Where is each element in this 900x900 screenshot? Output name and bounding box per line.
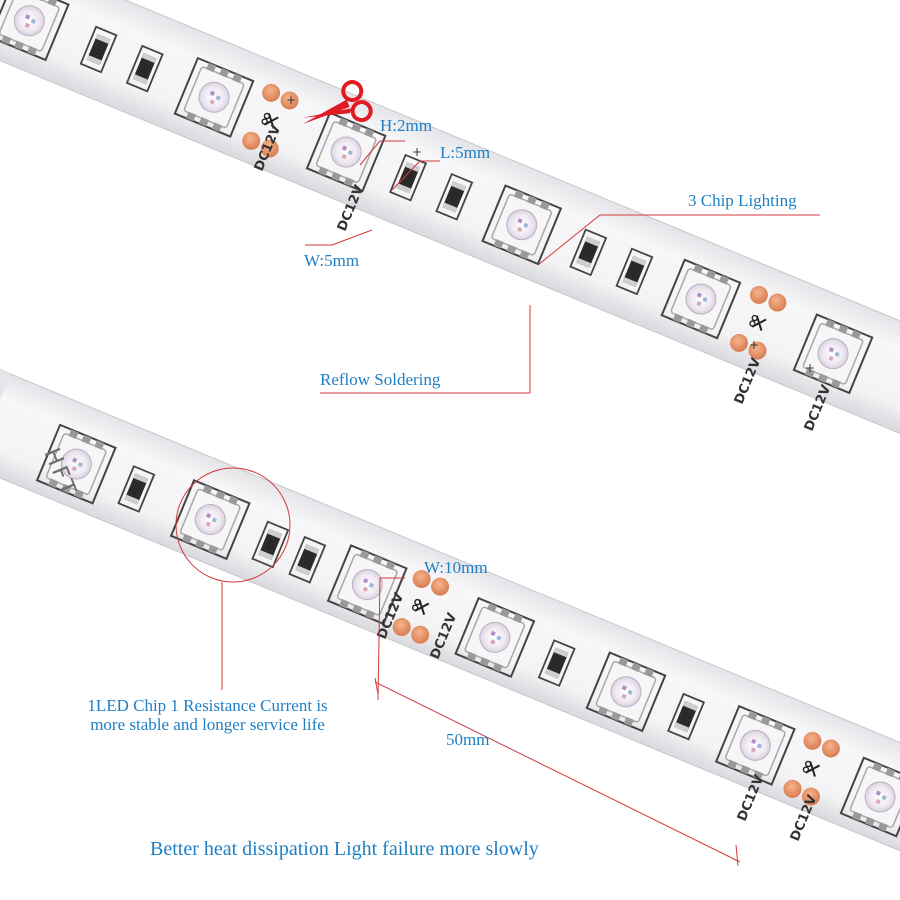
- polarity-mark-3: +: [749, 338, 759, 352]
- upper-strip: [0, 0, 900, 451]
- one-led-label-line2: more stable and longer service life: [90, 715, 325, 734]
- lower-strip: [0, 358, 900, 854]
- reflow-soldering-label: Reflow Soldering: [320, 370, 441, 389]
- annotation-lines: [175, 140, 820, 867]
- bottom-caption: Better heat dissipation Light failure mo…: [150, 838, 539, 860]
- length-label: L:5mm: [440, 143, 491, 162]
- three-chip-label: 3 Chip Lighting: [688, 191, 797, 210]
- height-label: H:2mm: [380, 116, 432, 135]
- polarity-mark-4: +: [805, 361, 815, 375]
- chip-width-label: W:5mm: [304, 251, 360, 270]
- pitch-label: 50mm: [446, 730, 490, 749]
- strip-width-label: W:10mm: [424, 558, 488, 577]
- polarity-mark-2: +: [412, 145, 422, 159]
- polarity-mark-1: +: [286, 93, 296, 107]
- one-led-label-line1: 1LED Chip 1 Resistance Current is: [87, 696, 328, 715]
